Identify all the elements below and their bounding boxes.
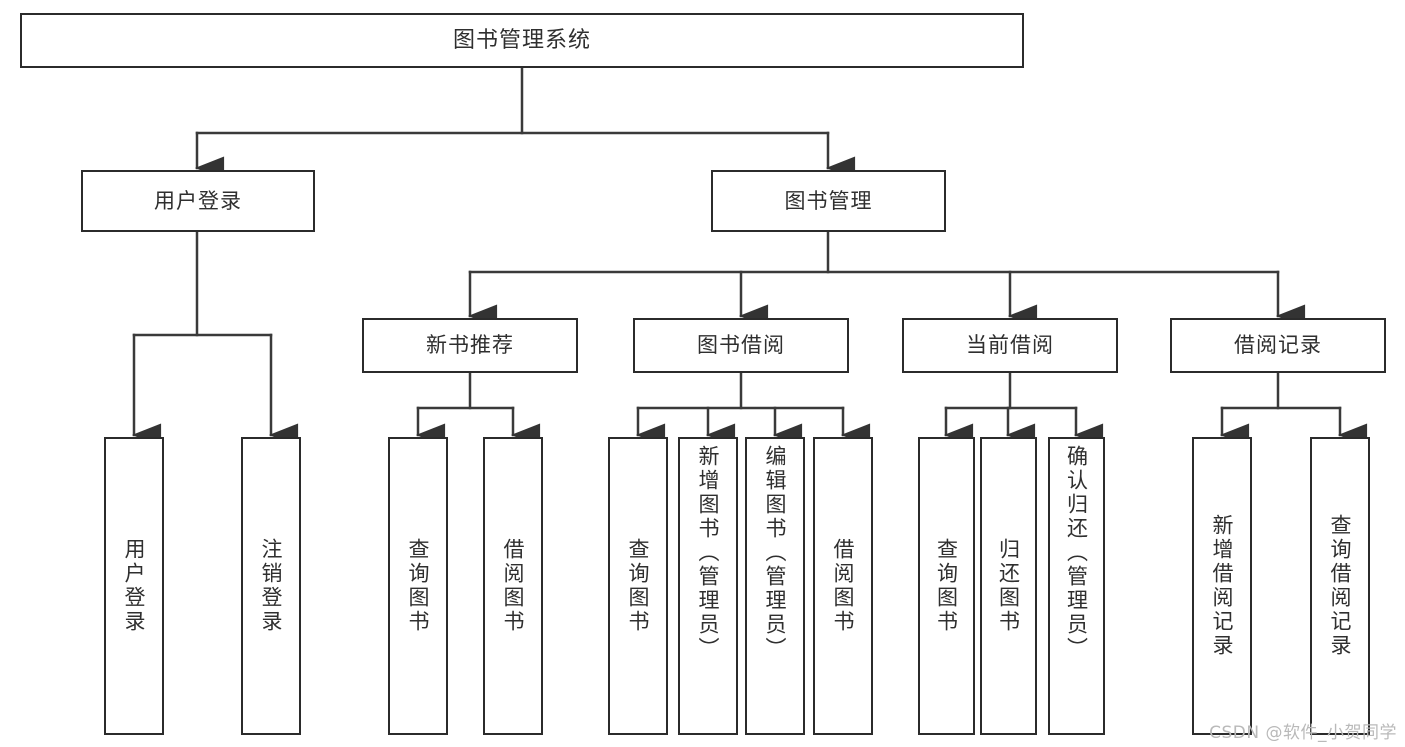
leaf-node-add-borrow-record[interactable]: 新增借阅记录 bbox=[1192, 437, 1252, 735]
node-new-book-recommend-label: 新书推荐 bbox=[426, 333, 514, 358]
leaf-node-query-books-current[interactable]: 查询图书 bbox=[918, 437, 975, 735]
leaf-label: 编辑图书（管理员） bbox=[763, 445, 788, 661]
node-book-management-label: 图书管理 bbox=[784, 188, 873, 213]
node-new-book-recommend[interactable]: 新书推荐 bbox=[362, 318, 578, 373]
leaf-label: 注销登录 bbox=[259, 538, 284, 634]
csdn-watermark: CSDN @软件_小贺同学 bbox=[1209, 723, 1397, 743]
node-book-borrow[interactable]: 图书借阅 bbox=[633, 318, 849, 373]
leaf-node-user-login[interactable]: 用户登录 bbox=[104, 437, 164, 735]
leaf-label: 借阅图书 bbox=[501, 538, 526, 634]
node-borrow-record-label: 借阅记录 bbox=[1234, 333, 1322, 358]
leaf-label: 归还图书 bbox=[996, 538, 1021, 634]
leaf-label: 借阅图书 bbox=[831, 538, 856, 634]
leaf-node-borrow-books[interactable]: 借阅图书 bbox=[813, 437, 873, 735]
node-root-system[interactable]: 图书管理系统 bbox=[20, 13, 1024, 68]
node-book-borrow-label: 图书借阅 bbox=[697, 333, 785, 358]
node-user-login-label: 用户登录 bbox=[154, 188, 242, 213]
leaf-label: 查询图书 bbox=[406, 538, 431, 634]
leaf-node-edit-book-admin[interactable]: 编辑图书（管理员） bbox=[745, 437, 805, 735]
leaf-label: 查询图书 bbox=[934, 538, 959, 634]
leaf-node-borrow-books-recommend[interactable]: 借阅图书 bbox=[483, 437, 543, 735]
leaf-node-query-books-borrow[interactable]: 查询图书 bbox=[608, 437, 668, 735]
leaf-node-return-books[interactable]: 归还图书 bbox=[980, 437, 1037, 735]
leaf-label: 新增图书（管理员） bbox=[696, 445, 721, 661]
leaf-node-query-borrow-record[interactable]: 查询借阅记录 bbox=[1310, 437, 1370, 735]
leaf-label: 确认归还（管理员） bbox=[1064, 445, 1089, 661]
leaf-node-query-books-recommend[interactable]: 查询图书 bbox=[388, 437, 448, 735]
leaf-node-confirm-return-admin[interactable]: 确认归还（管理员） bbox=[1048, 437, 1105, 735]
leaf-label: 用户登录 bbox=[122, 538, 147, 634]
node-book-management[interactable]: 图书管理 bbox=[711, 170, 946, 232]
node-borrow-record[interactable]: 借阅记录 bbox=[1170, 318, 1386, 373]
node-current-borrow[interactable]: 当前借阅 bbox=[902, 318, 1118, 373]
node-user-login[interactable]: 用户登录 bbox=[81, 170, 315, 232]
leaf-node-logout[interactable]: 注销登录 bbox=[241, 437, 301, 735]
leaf-label: 新增借阅记录 bbox=[1210, 514, 1235, 658]
node-root-label: 图书管理系统 bbox=[452, 27, 591, 53]
leaf-label: 查询借阅记录 bbox=[1328, 514, 1353, 658]
node-current-borrow-label: 当前借阅 bbox=[966, 333, 1054, 358]
leaf-label: 查询图书 bbox=[626, 538, 651, 634]
leaf-node-add-book-admin[interactable]: 新增图书（管理员） bbox=[678, 437, 738, 735]
